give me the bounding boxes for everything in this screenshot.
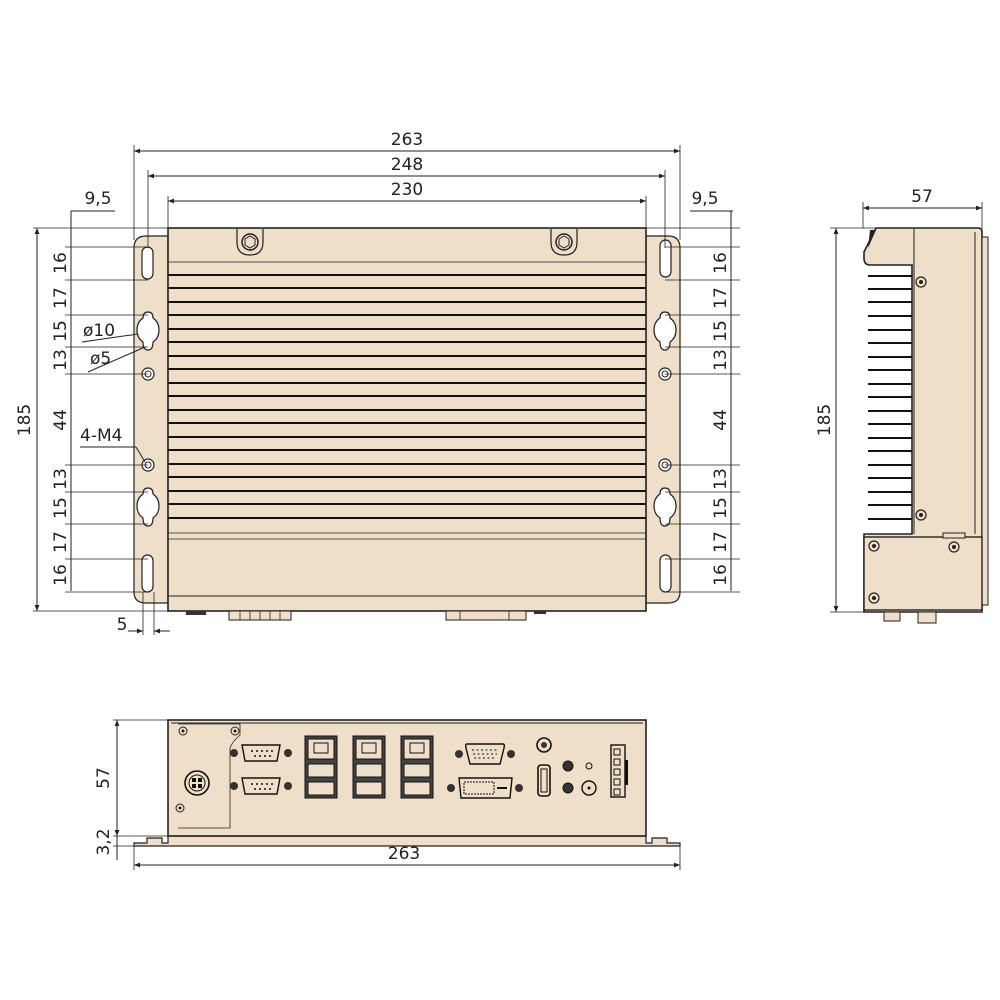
audio-jack-1 — [562, 760, 574, 772]
dim-left-4: 44 — [51, 409, 71, 431]
dim-left-0: 16 — [51, 252, 71, 274]
callout-screw: 4-M4 — [80, 426, 122, 446]
dim-hole-spacing: 248 — [391, 155, 423, 175]
dim-left-5: 13 — [51, 468, 71, 490]
dim-body-width: 230 — [391, 180, 423, 200]
heatsink-fins — [168, 261, 646, 540]
dim-left-1: 17 — [51, 287, 71, 309]
top-screw-left — [236, 229, 264, 256]
dim-right-6: 15 — [711, 497, 731, 519]
lan-usb-stack-3 — [400, 735, 434, 799]
slot-hole-left-top — [141, 246, 154, 280]
slot-hole-right-bottom — [659, 554, 672, 593]
dim-overall-height: 185 — [15, 404, 35, 436]
dim-right-8: 16 — [711, 564, 731, 586]
dim-right-7: 17 — [711, 531, 731, 553]
dim-left-8: 16 — [51, 564, 71, 586]
dim-right-4: 44 — [711, 409, 731, 431]
com-port-2 — [230, 777, 292, 795]
audio-jack-2 — [562, 782, 574, 794]
device-body-top — [167, 227, 647, 612]
side-body — [863, 227, 983, 613]
right-mounting-flange — [645, 235, 681, 604]
side-view: 57 185 — [815, 187, 989, 624]
left-mounting-flange — [133, 235, 169, 604]
callout-keyhole-small: ø5 — [90, 349, 111, 369]
led-indicator — [585, 762, 593, 770]
slot-hole-right-top — [659, 239, 672, 278]
terminal-block — [610, 744, 628, 798]
front-io-view: 57 3,2 263 — [94, 719, 681, 870]
dim-side-depth: 57 — [911, 187, 933, 207]
dim-overall-width: 263 — [391, 130, 423, 150]
lan-usb-stack-1 — [304, 735, 338, 799]
top-view: 263 248 230 9,5 9,5 185 16 17 15 13 44 1… — [15, 130, 740, 635]
keyhole-right-bottom — [653, 487, 677, 527]
dim-right-3: 13 — [711, 349, 731, 371]
side-fins — [868, 275, 912, 520]
keyhole-right-top — [653, 311, 677, 351]
dim-front-height: 57 — [94, 767, 114, 789]
dim-right-offset: 9,5 — [691, 189, 718, 209]
dim-left-3: 13 — [51, 349, 71, 371]
top-view-dimensions — [33, 145, 740, 635]
dim-side-height: 185 — [815, 404, 835, 436]
antenna-connector — [536, 737, 552, 753]
dim-slot-width: 5 — [117, 615, 128, 635]
vga-port — [455, 743, 515, 765]
dim-left-7: 17 — [51, 531, 71, 553]
power-button[interactable] — [581, 780, 597, 796]
dim-front-width: 263 — [388, 844, 420, 864]
dim-right-2: 15 — [711, 320, 731, 342]
hdmi-port — [537, 764, 551, 797]
dim-right-5: 13 — [711, 468, 731, 490]
dim-left-offset: 9,5 — [84, 189, 111, 209]
bottom-connectors-top-view — [186, 610, 546, 621]
callout-keyhole-large: ø10 — [83, 321, 115, 341]
dim-right-0: 16 — [711, 252, 731, 274]
keyhole-left-bottom — [136, 487, 160, 527]
keyhole-left-top — [136, 311, 160, 351]
dim-left-2: 15 — [51, 320, 71, 342]
front-base-flange — [133, 835, 681, 847]
power-din-connector — [184, 770, 210, 796]
com-port-1 — [230, 744, 292, 762]
top-screw-right — [550, 229, 578, 256]
dvi-port — [447, 777, 523, 799]
dim-left-6: 15 — [51, 497, 71, 519]
dim-right-1: 17 — [711, 287, 731, 309]
slot-hole-left-bottom — [141, 554, 154, 593]
dim-flange-thickness: 3,2 — [94, 828, 114, 855]
side-screws — [868, 276, 960, 604]
lan-usb-stack-2 — [352, 735, 386, 799]
